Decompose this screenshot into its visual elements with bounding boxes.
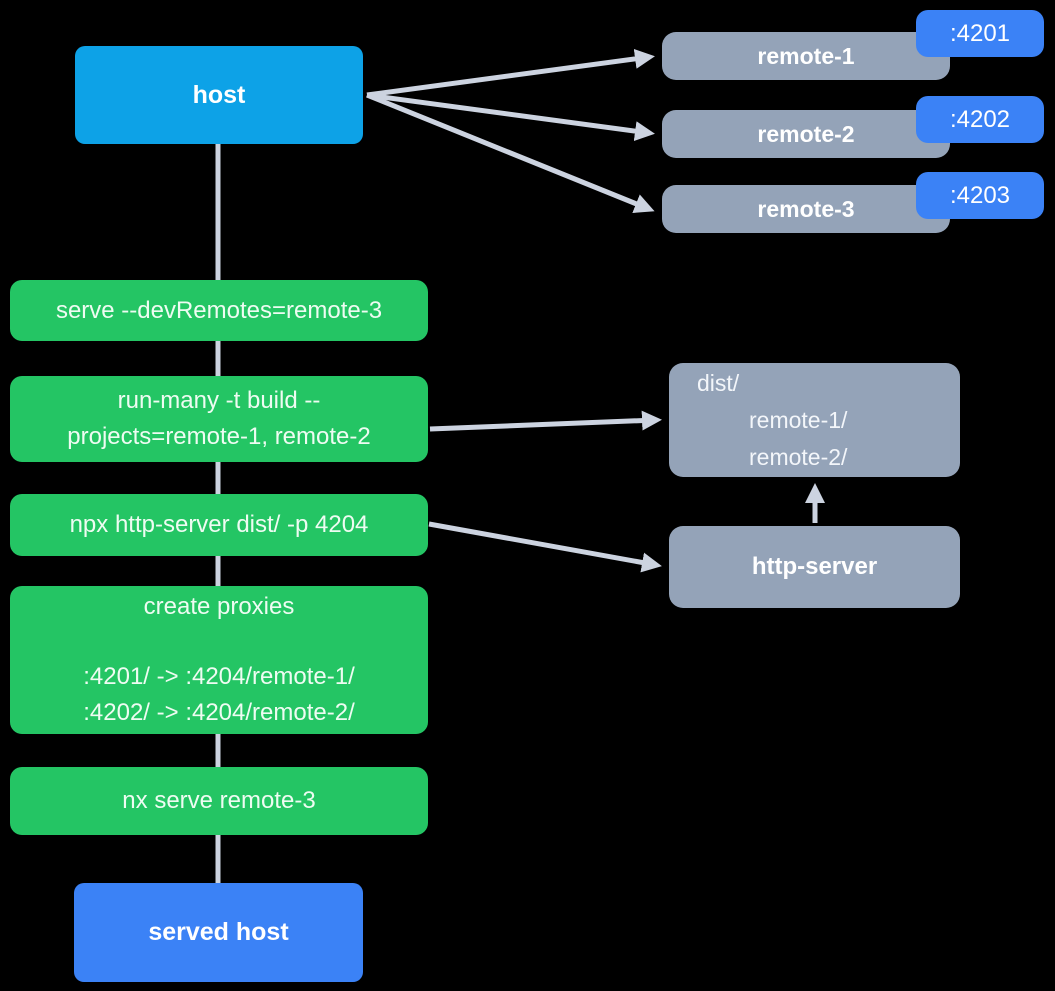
step-run-many-line-2: projects=remote-1, remote-2 bbox=[67, 423, 371, 450]
served-host-label: served host bbox=[148, 918, 289, 946]
remote-3-node: remote-3 bbox=[662, 185, 950, 233]
port-badge-4203: :4203 bbox=[916, 172, 1044, 219]
dist-root-label: dist/ bbox=[697, 369, 740, 396]
step-nx-serve-remote-3: nx serve remote-3 bbox=[10, 767, 428, 835]
step-npx-http-server: npx http-server dist/ -p 4204 bbox=[10, 494, 428, 556]
create-proxies-title: create proxies bbox=[143, 593, 295, 620]
http-server-label: http-server bbox=[751, 553, 878, 580]
step-nx-serve-remote-3-text: nx serve remote-3 bbox=[122, 787, 316, 814]
step-run-many-build: run-many -t build -- projects=remote-1, … bbox=[10, 376, 428, 462]
port-4202-label: :4202 bbox=[949, 105, 1011, 133]
dist-remote-1-label: remote-1/ bbox=[749, 406, 848, 433]
port-4203-label: :4203 bbox=[949, 181, 1011, 209]
host-node: host bbox=[75, 46, 363, 144]
step-npx-http-server-text: npx http-server dist/ -p 4204 bbox=[69, 511, 369, 538]
served-host-node: served host bbox=[74, 883, 363, 982]
remote-2-node: remote-2 bbox=[662, 110, 950, 158]
edge-host-to-remote-1 bbox=[366, 48, 655, 98]
remote-2-label: remote-2 bbox=[757, 120, 855, 147]
dist-remote-2-label: remote-2/ bbox=[749, 443, 848, 470]
host-label: host bbox=[192, 80, 246, 109]
port-badge-4202: :4202 bbox=[916, 96, 1044, 143]
edge-npx-to-http-server bbox=[428, 521, 662, 573]
step-serve-dev-remotes: serve --devRemotes=remote-3 bbox=[10, 280, 428, 341]
remote-1-label: remote-1 bbox=[757, 42, 855, 69]
proxy-mapping-2: :4202/ -> :4204/remote-2/ bbox=[83, 699, 355, 726]
dist-folder-node: dist/ remote-1/ remote-2/ bbox=[669, 363, 960, 477]
http-server-node: http-server bbox=[669, 526, 960, 608]
port-badge-4201: :4201 bbox=[916, 10, 1044, 57]
remote-3-label: remote-3 bbox=[757, 195, 855, 222]
step-create-proxies: create proxies :4201/ -> :4204/remote-1/… bbox=[10, 586, 428, 734]
port-4201-label: :4201 bbox=[949, 19, 1011, 47]
proxy-mapping-1: :4201/ -> :4204/remote-1/ bbox=[83, 663, 355, 690]
step-serve-dev-remotes-text: serve --devRemotes=remote-3 bbox=[55, 296, 383, 324]
step-run-many-line-1: run-many -t build -- bbox=[117, 387, 321, 414]
remote-1-node: remote-1 bbox=[662, 32, 950, 80]
edge-host-to-remote-2 bbox=[366, 92, 655, 142]
edge-build-to-dist bbox=[429, 410, 662, 432]
edge-host-to-remote-3 bbox=[366, 92, 655, 214]
